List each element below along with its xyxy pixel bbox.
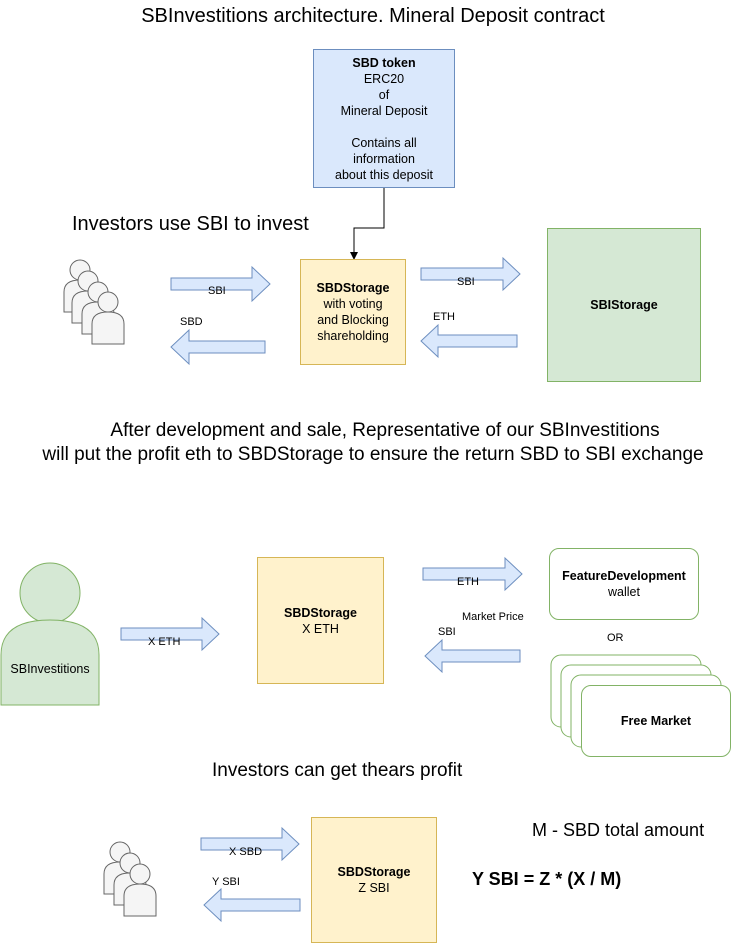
y-sbi-label: Y SBI xyxy=(212,876,240,888)
storage-eth-line1: X ETH xyxy=(302,621,339,636)
eth-back-arrow xyxy=(420,323,518,359)
token-line3: Mineral Deposit xyxy=(340,103,428,118)
token-line4: Contains all xyxy=(351,135,417,150)
total-amount-note: M - SBD total amount xyxy=(532,820,705,840)
feature-dev-line1: wallet xyxy=(608,585,640,599)
token-line5: information xyxy=(353,151,415,166)
sbd-out-label: SBD xyxy=(180,316,203,328)
storage-sbi-title: SBDStorage xyxy=(337,865,411,879)
token-line1: ERC20 xyxy=(363,71,405,86)
eth-to-feature-label: ETH xyxy=(457,576,479,588)
sbi-to-storage-label: SBI xyxy=(457,276,475,288)
token-line2: of xyxy=(378,87,390,102)
sbi-to-storage-arrow xyxy=(420,256,521,292)
feature-dev-title: FeatureDevelopment xyxy=(562,569,686,583)
after-dev-line1: After development and sale, Representati… xyxy=(110,420,660,441)
investors-group-bottom-icon xyxy=(103,841,157,917)
investors-group-icon xyxy=(63,259,125,345)
investors-profit-title: Investors can get thears profit xyxy=(212,760,463,781)
sbd-storage-voting-box: SBDStorage with voting and Blocking shar… xyxy=(300,259,406,365)
storage-sbi-line1: Z SBI xyxy=(358,881,390,895)
sbd-storage-sbi-box: SBDStorage Z SBI xyxy=(311,817,437,943)
eth-to-feature-arrow xyxy=(422,556,523,592)
profit-formula: Y SBI = Z * (X / M) xyxy=(472,869,622,889)
main-title: SBInvestitions architecture. Mineral Dep… xyxy=(141,5,605,27)
sbd-storage-eth-box: SBDStorage X ETH xyxy=(257,557,384,684)
y-sbi-arrow xyxy=(203,887,301,923)
sbi-storage-title: SBIStorage xyxy=(590,298,658,312)
storage-voting-line2: and Blocking xyxy=(317,313,389,327)
storage-voting-line1: with voting xyxy=(323,297,383,311)
x-eth-arrow xyxy=(120,616,220,652)
sbd-out-arrow xyxy=(170,328,266,366)
token-line6: about this deposit xyxy=(335,167,433,182)
sbi-from-market-arrow xyxy=(424,638,521,674)
investors-use-title: Investors use SBI to invest xyxy=(72,213,309,235)
token-title: SBD token xyxy=(352,55,416,70)
free-market-title: Free Market xyxy=(620,714,692,728)
x-sbd-arrow xyxy=(200,826,300,862)
or-label: OR xyxy=(607,632,624,644)
storage-voting-title: SBDStorage xyxy=(316,281,390,295)
sbd-token-box: SBD token ERC20 of Mineral Deposit Conta… xyxy=(313,49,455,188)
x-sbd-label: X SBD xyxy=(229,846,263,858)
storage-eth-title: SBDStorage xyxy=(284,605,357,620)
sbi-in-arrow xyxy=(170,265,271,303)
eth-back-label: ETH xyxy=(433,311,455,323)
free-market-box: Free Market xyxy=(581,685,731,757)
token-connector xyxy=(350,188,385,260)
market-price-label: Market Price xyxy=(462,611,524,623)
representative-person-icon xyxy=(0,562,100,706)
representative-label: SBInvestitions xyxy=(10,662,90,676)
feature-development-box: FeatureDevelopment wallet xyxy=(549,548,699,620)
sbi-storage-box: SBIStorage xyxy=(547,228,701,382)
x-eth-label: X ETH xyxy=(148,636,181,648)
sbi-in-label: SBI xyxy=(208,285,226,297)
after-dev-line2: will put the profit eth to SBDStorage to… xyxy=(42,444,704,465)
sbi-from-market-label: SBI xyxy=(438,626,456,638)
storage-voting-line3: shareholding xyxy=(317,329,389,343)
